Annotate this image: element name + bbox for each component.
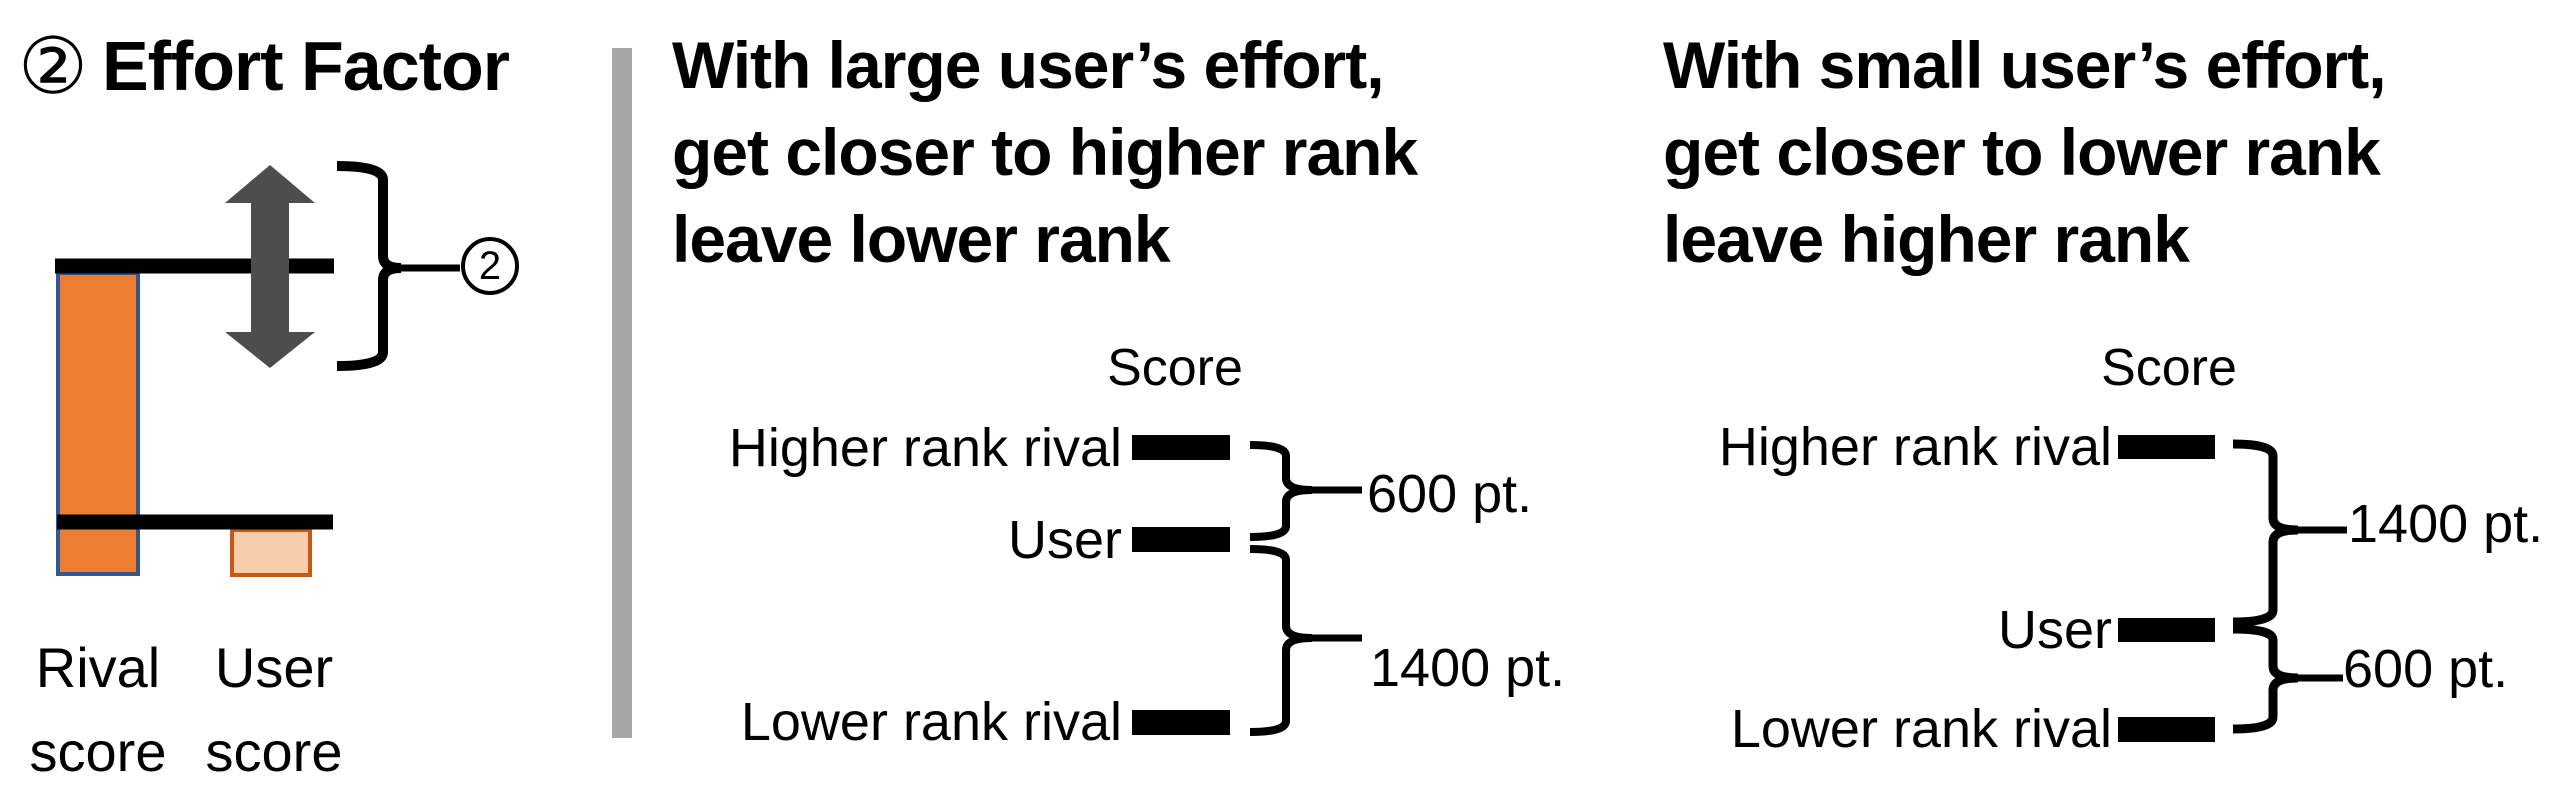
user-bar-label-line2: score: [205, 720, 343, 783]
score-axis-label-mid: Score: [1107, 339, 1243, 397]
large-effort-heading-line3: leave lower rank: [672, 202, 1171, 276]
score-tick-higher-mid: [1132, 435, 1230, 460]
effort-range-brace: [336, 161, 402, 371]
gap-brace-1400-right: [2232, 439, 2299, 627]
score-axis-label-right: Score: [2101, 339, 2237, 397]
score-tick-user-right: [2118, 618, 2215, 642]
figure-title-text: Effort Factor: [101, 27, 510, 105]
user-bar-label: User score: [164, 626, 384, 794]
score-tick-user-mid: [1132, 527, 1230, 552]
circled-2-callout: 2: [461, 237, 519, 295]
small-effort-heading-line3: leave higher rank: [1663, 202, 2190, 276]
row-label-higher-rank-rival-right: Higher rank rival: [1718, 417, 2112, 477]
effort-range-arrow-icon: [225, 165, 315, 368]
rival-bar-label-line2: score: [29, 720, 167, 783]
score-tick-lower-mid: [1132, 710, 1230, 735]
gap-brace-600-right: [2232, 624, 2299, 734]
score-tick-lower-right: [2118, 717, 2215, 742]
score-tick-higher-right: [2118, 435, 2215, 459]
section-divider: [612, 48, 632, 738]
gap-brace-1400-mid: [1249, 545, 1313, 736]
gap-brace-600-mid: [1249, 441, 1313, 541]
user-score-bar: [230, 528, 312, 577]
gap-label-1400pt-mid: 1400 pt.: [1370, 638, 1566, 698]
rival-bar-label-line1: Rival: [35, 636, 161, 699]
rival-bar-label: Rival score: [0, 626, 208, 794]
row-label-lower-rank-rival-mid: Lower rank rival: [740, 692, 1122, 752]
figure-title: ② Effort Factor: [18, 22, 510, 110]
row-label-lower-rank-rival-right: Lower rank rival: [1730, 699, 2112, 759]
row-label-higher-rank-rival-mid: Higher rank rival: [728, 418, 1122, 478]
gap-label-1400pt-right: 1400 pt.: [2348, 494, 2544, 554]
user-bar-label-line1: User: [214, 636, 334, 699]
circled-2-icon: ②: [18, 22, 88, 110]
callout-number: 2: [478, 243, 502, 288]
small-effort-heading-line2: get closer to lower rank: [1663, 115, 2381, 189]
small-effort-heading-line1: With small user’s effort,: [1663, 28, 2387, 102]
gap-label-600pt-mid: 600 pt.: [1367, 464, 1533, 524]
row-label-user-right: User: [1997, 600, 2112, 660]
large-effort-heading-line2: get closer to higher rank: [672, 115, 1418, 189]
small-effort-heading: With small user’s effort, get closer to …: [1663, 22, 2387, 283]
row-label-user-mid: User: [1007, 510, 1122, 570]
large-effort-heading: With large user’s effort, get closer to …: [672, 22, 1418, 283]
gap-label-600pt-right: 600 pt.: [2343, 639, 2509, 699]
large-effort-heading-line1: With large user’s effort,: [672, 28, 1385, 102]
